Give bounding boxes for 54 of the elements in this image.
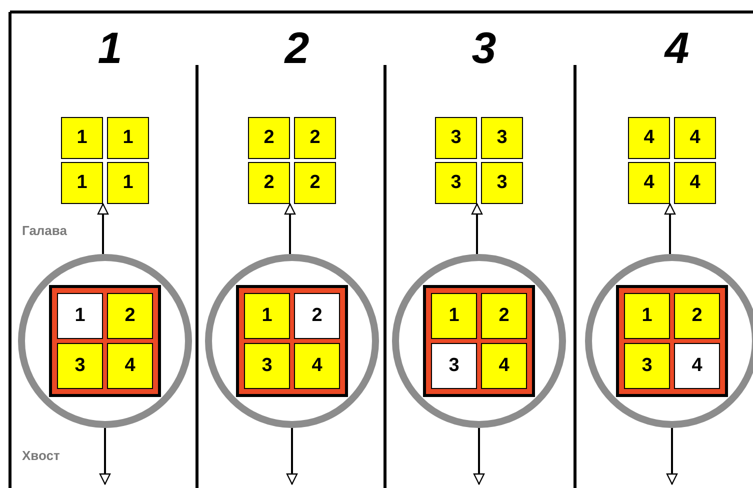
number-tile: 2 — [248, 117, 290, 159]
number-tile: 2 — [294, 293, 340, 339]
arrow — [286, 428, 298, 485]
column-number: 2 — [283, 24, 310, 74]
arrow — [99, 428, 111, 485]
number-tile: 1 — [624, 293, 670, 339]
number-tile: 1 — [57, 293, 103, 339]
number-tile: 1 — [61, 117, 103, 159]
number-tile: 3 — [481, 162, 523, 204]
number-tile: 1 — [61, 162, 103, 204]
number-tile: 2 — [294, 117, 336, 159]
number-tile: 1 — [244, 293, 290, 339]
number-tile: 3 — [57, 343, 103, 389]
arrow — [473, 428, 485, 485]
number-tile: 4 — [674, 117, 716, 159]
number-tile: 3 — [481, 117, 523, 159]
number-tile: 3 — [435, 162, 477, 204]
arrow — [284, 203, 296, 254]
number-tile: 2 — [107, 293, 153, 339]
square-frame — [616, 285, 728, 397]
number-tile: 3 — [244, 343, 290, 389]
number-tile: 3 — [431, 343, 477, 389]
column-number: 1 — [96, 24, 124, 74]
circle-outline — [585, 254, 753, 428]
number-tile: 4 — [674, 162, 716, 204]
arrow — [664, 203, 676, 254]
square-frame — [49, 285, 161, 397]
arrow — [97, 203, 109, 254]
number-tile: 4 — [107, 343, 153, 389]
number-tile: 3 — [435, 117, 477, 159]
square-frame — [423, 285, 535, 397]
head-label: Галава — [22, 223, 67, 238]
column-number: 3 — [470, 24, 498, 74]
number-tile: 2 — [294, 162, 336, 204]
number-tile: 4 — [628, 162, 670, 204]
number-tile: 4 — [481, 343, 527, 389]
square-frame — [236, 285, 348, 397]
number-tile: 1 — [107, 162, 149, 204]
number-tile: 4 — [674, 343, 720, 389]
circle-outline — [392, 254, 566, 428]
tail-label: Хвост — [22, 448, 60, 463]
circle-outline — [205, 254, 379, 428]
number-tile: 4 — [628, 117, 670, 159]
circle-outline — [18, 254, 192, 428]
number-tile: 1 — [431, 293, 477, 339]
number-tile: 4 — [294, 343, 340, 389]
number-tile: 2 — [481, 293, 527, 339]
number-tile: 2 — [674, 293, 720, 339]
arrow — [471, 203, 483, 254]
number-tile: 1 — [107, 117, 149, 159]
number-tile: 2 — [248, 162, 290, 204]
arrow — [666, 428, 678, 485]
number-tile: 3 — [624, 343, 670, 389]
column-number: 4 — [663, 24, 690, 74]
